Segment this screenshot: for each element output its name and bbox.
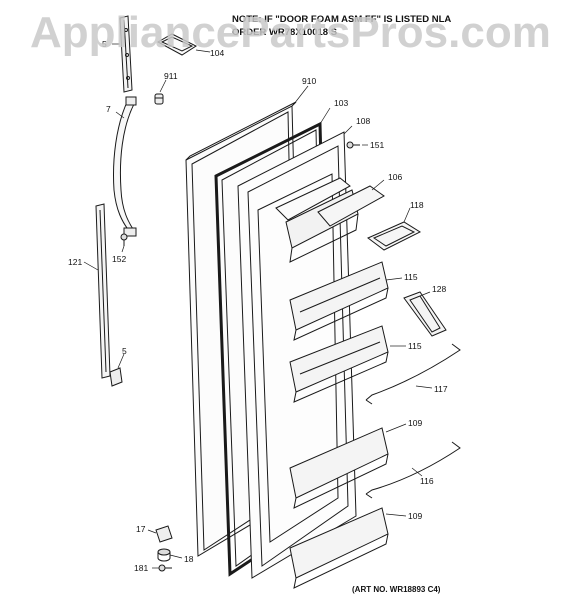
callout-115-lower: 115 <box>408 341 422 351</box>
part-181-screw[interactable] <box>158 564 172 572</box>
part-152-screw[interactable] <box>120 233 128 246</box>
note-line-2: ORDER WR78X10018 S <box>232 27 338 38</box>
callout-106: 106 <box>388 172 402 182</box>
part-109-bin-lower[interactable] <box>289 507 389 589</box>
callout-103: 103 <box>334 98 348 108</box>
part-115-bin-upper[interactable] <box>289 261 389 341</box>
callout-128: 128 <box>432 284 446 294</box>
callout-labels: 5 104 911 7 910 103 108 151 106 118 152 … <box>68 39 448 573</box>
callout-911: 911 <box>164 71 178 81</box>
part-18-bushing[interactable] <box>157 548 171 562</box>
part-5-lower-bracket[interactable] <box>109 367 123 387</box>
callout-910: 910 <box>302 76 316 86</box>
callout-7: 7 <box>106 104 111 114</box>
callout-121: 121 <box>68 257 82 267</box>
part-106-lid[interactable] <box>317 185 385 227</box>
part-104-plate[interactable] <box>156 33 198 56</box>
callout-18: 18 <box>184 554 194 564</box>
callout-5-bottom: 5 <box>122 346 127 356</box>
diagram-note: NOTE: IF "DOOR FOAM ASM FF" IS LISTED NL… <box>232 13 552 39</box>
callout-104: 104 <box>210 48 224 58</box>
part-116-bar[interactable] <box>365 441 461 499</box>
leader-lines <box>83 43 433 569</box>
callout-5-top: 5 <box>102 39 107 49</box>
part-top-hinge[interactable] <box>119 15 133 93</box>
callout-17: 17 <box>136 524 146 534</box>
part-128-bracket[interactable] <box>403 291 447 337</box>
callout-152: 152 <box>112 254 126 264</box>
part-109-bin-upper[interactable] <box>289 427 389 509</box>
part-151-screw[interactable] <box>346 141 360 149</box>
part-115-bin-lower[interactable] <box>289 325 389 403</box>
callout-151: 151 <box>370 140 384 150</box>
note-line-1: NOTE: IF "DOOR FOAM ASM FF" IS LISTED NL… <box>232 14 452 25</box>
callout-109-lower: 109 <box>408 511 422 521</box>
part-121-trim[interactable] <box>95 203 111 379</box>
part-17-plate[interactable] <box>155 525 173 543</box>
callout-118: 118 <box>410 200 424 210</box>
part-7-handle[interactable] <box>113 96 137 237</box>
callout-116: 116 <box>420 476 434 486</box>
part-118-tray[interactable] <box>367 221 422 251</box>
part-117-bar[interactable] <box>365 343 461 405</box>
callout-181: 181 <box>134 563 148 573</box>
art-number: (ART NO. WR18893 C4) <box>352 585 441 594</box>
callout-115-upper: 115 <box>404 272 418 282</box>
callout-109-upper: 109 <box>408 418 422 428</box>
part-911-plug[interactable] <box>154 93 164 105</box>
callout-108: 108 <box>356 116 370 126</box>
callout-117: 117 <box>434 384 448 394</box>
